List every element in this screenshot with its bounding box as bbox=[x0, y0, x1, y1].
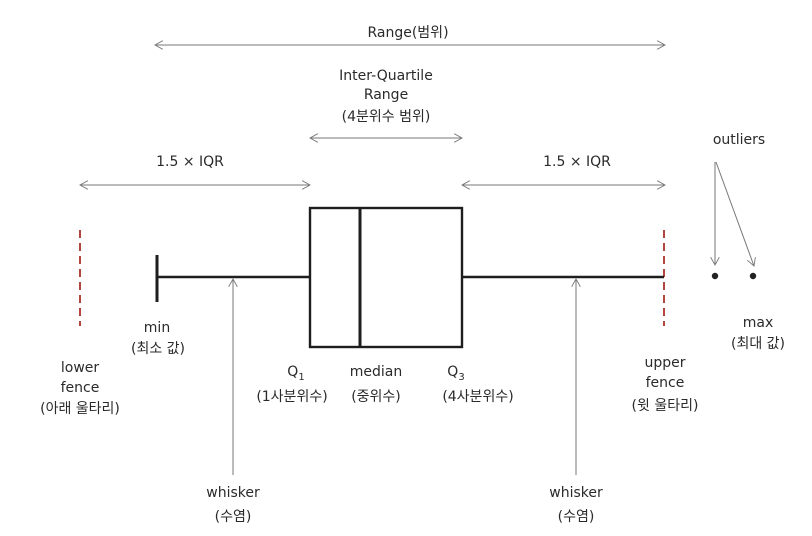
iqr-label-line3: (4분위수 범위) bbox=[342, 109, 431, 125]
right-whisker-label: whisker bbox=[549, 485, 603, 501]
q3-label-ko: (4사분위수) bbox=[442, 389, 513, 405]
outliers-label: outliers bbox=[713, 132, 765, 148]
outlier-point-2 bbox=[749, 272, 757, 280]
median-label-ko: (중위수) bbox=[351, 389, 401, 405]
q3-label: Q3 bbox=[447, 364, 464, 383]
upper-fence-label-3: (윗 울타리) bbox=[632, 398, 699, 414]
left-whisker-label-ko: (수염) bbox=[215, 509, 252, 525]
q1-label-ko: (1사분위수) bbox=[256, 389, 327, 405]
iqr-label-line1: Inter-Quartile bbox=[339, 68, 433, 84]
median-label: median bbox=[350, 364, 402, 380]
upper-fence-label-1: upper bbox=[644, 355, 685, 371]
max-label-ko: (최대 값) bbox=[731, 336, 785, 352]
range-label: Range(범위) bbox=[367, 25, 448, 41]
min-label-ko: (최소 값) bbox=[131, 341, 185, 357]
left-whisker-label: whisker bbox=[206, 485, 260, 501]
right-whisker-label-ko: (수염) bbox=[558, 509, 595, 525]
lower-fence-label-2: fence bbox=[61, 380, 100, 396]
lower-fence-label-1: lower bbox=[61, 360, 100, 376]
left-1.5iqr-label: 1.5 × IQR bbox=[156, 154, 224, 170]
max-label: max bbox=[743, 315, 774, 331]
lower-fence-label-3: (아래 울타리) bbox=[40, 401, 120, 417]
right-1.5iqr-label: 1.5 × IQR bbox=[543, 154, 611, 170]
outlier-arrow-2 bbox=[715, 161, 754, 266]
upper-fence-label-2: fence bbox=[646, 375, 685, 391]
outlier-point-1 bbox=[711, 272, 719, 280]
min-label: min bbox=[144, 320, 170, 336]
iqr-label-line2: Range bbox=[364, 87, 408, 103]
iqr-box bbox=[308, 206, 464, 349]
q1-label: Q1 bbox=[287, 364, 304, 383]
